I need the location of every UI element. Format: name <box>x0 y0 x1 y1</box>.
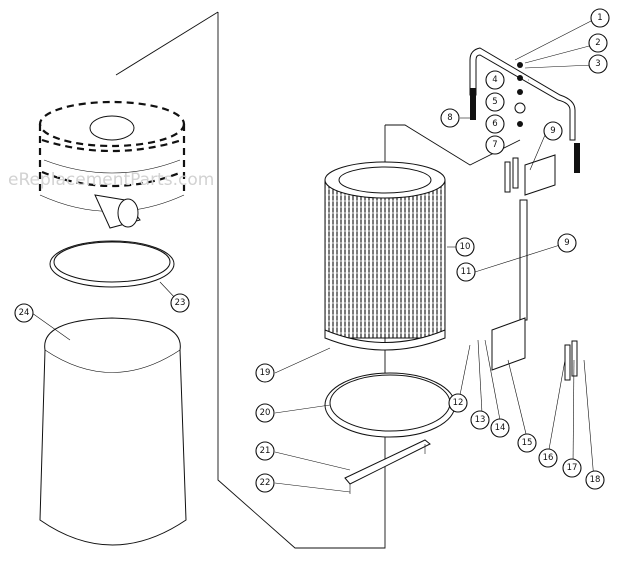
filter-base-ring <box>324 372 456 438</box>
callout-15: 15 <box>517 433 537 453</box>
svg-text:2: 2 <box>595 38 600 48</box>
support-bracket <box>344 439 431 494</box>
svg-text:6: 6 <box>492 119 497 129</box>
callout-8: 8 <box>440 108 460 128</box>
svg-text:14: 14 <box>495 423 506 433</box>
callout-24: 24 <box>14 303 34 323</box>
callout-12: 12 <box>448 393 468 413</box>
svg-text:9: 9 <box>550 126 555 136</box>
leader-lines <box>31 19 595 493</box>
svg-text:3: 3 <box>595 59 600 69</box>
watermark: eReplacementParts.com <box>8 170 214 190</box>
svg-text:9: 9 <box>564 238 569 248</box>
mount-brackets <box>491 154 578 381</box>
callout-3: 3 <box>588 54 608 74</box>
callout-11: 11 <box>456 262 476 282</box>
svg-text:15: 15 <box>522 438 533 448</box>
canister-filter <box>324 161 446 351</box>
svg-text:4: 4 <box>492 75 497 85</box>
clamp-ring-23 <box>49 240 175 288</box>
svg-text:21: 21 <box>260 446 271 456</box>
callout-17: 17 <box>562 458 582 478</box>
upper-assembly-line <box>115 11 219 76</box>
callout-2: 2 <box>588 33 608 53</box>
callout-10: 10 <box>455 237 475 257</box>
callout-18: 18 <box>585 470 605 490</box>
callout-23: 23 <box>170 293 190 313</box>
upper-filter-bag <box>38 100 186 229</box>
svg-text:19: 19 <box>260 368 271 378</box>
lower-collection-bag <box>39 317 187 546</box>
callout-16: 16 <box>538 448 558 468</box>
callout-1: 1 <box>590 8 610 28</box>
callout-5: 5 <box>485 92 505 112</box>
callout-14: 14 <box>490 418 510 438</box>
callout-13: 13 <box>470 410 490 430</box>
callout-7: 7 <box>485 135 505 155</box>
handle-assembly <box>469 47 580 173</box>
svg-text:17: 17 <box>567 463 578 473</box>
svg-text:20: 20 <box>260 408 271 418</box>
svg-text:10: 10 <box>460 242 471 252</box>
svg-text:8: 8 <box>447 113 452 123</box>
svg-text:23: 23 <box>175 298 186 308</box>
svg-text:12: 12 <box>453 398 464 408</box>
svg-text:24: 24 <box>19 308 30 318</box>
svg-text:5: 5 <box>492 97 497 107</box>
svg-text:7: 7 <box>492 140 497 150</box>
callout-22: 22 <box>255 473 275 493</box>
callout-19: 19 <box>255 363 275 383</box>
svg-text:1: 1 <box>597 13 602 23</box>
callout-20: 20 <box>255 403 275 423</box>
callout-6: 6 <box>485 114 505 134</box>
callout-9-lower: 9 <box>557 233 577 253</box>
svg-text:16: 16 <box>543 453 554 463</box>
callout-4: 4 <box>485 70 505 90</box>
svg-text:13: 13 <box>475 415 486 425</box>
callout-9-upper: 9 <box>543 121 563 141</box>
callout-21: 21 <box>255 441 275 461</box>
svg-text:22: 22 <box>260 478 271 488</box>
svg-text:18: 18 <box>590 475 601 485</box>
svg-text:11: 11 <box>461 267 472 277</box>
